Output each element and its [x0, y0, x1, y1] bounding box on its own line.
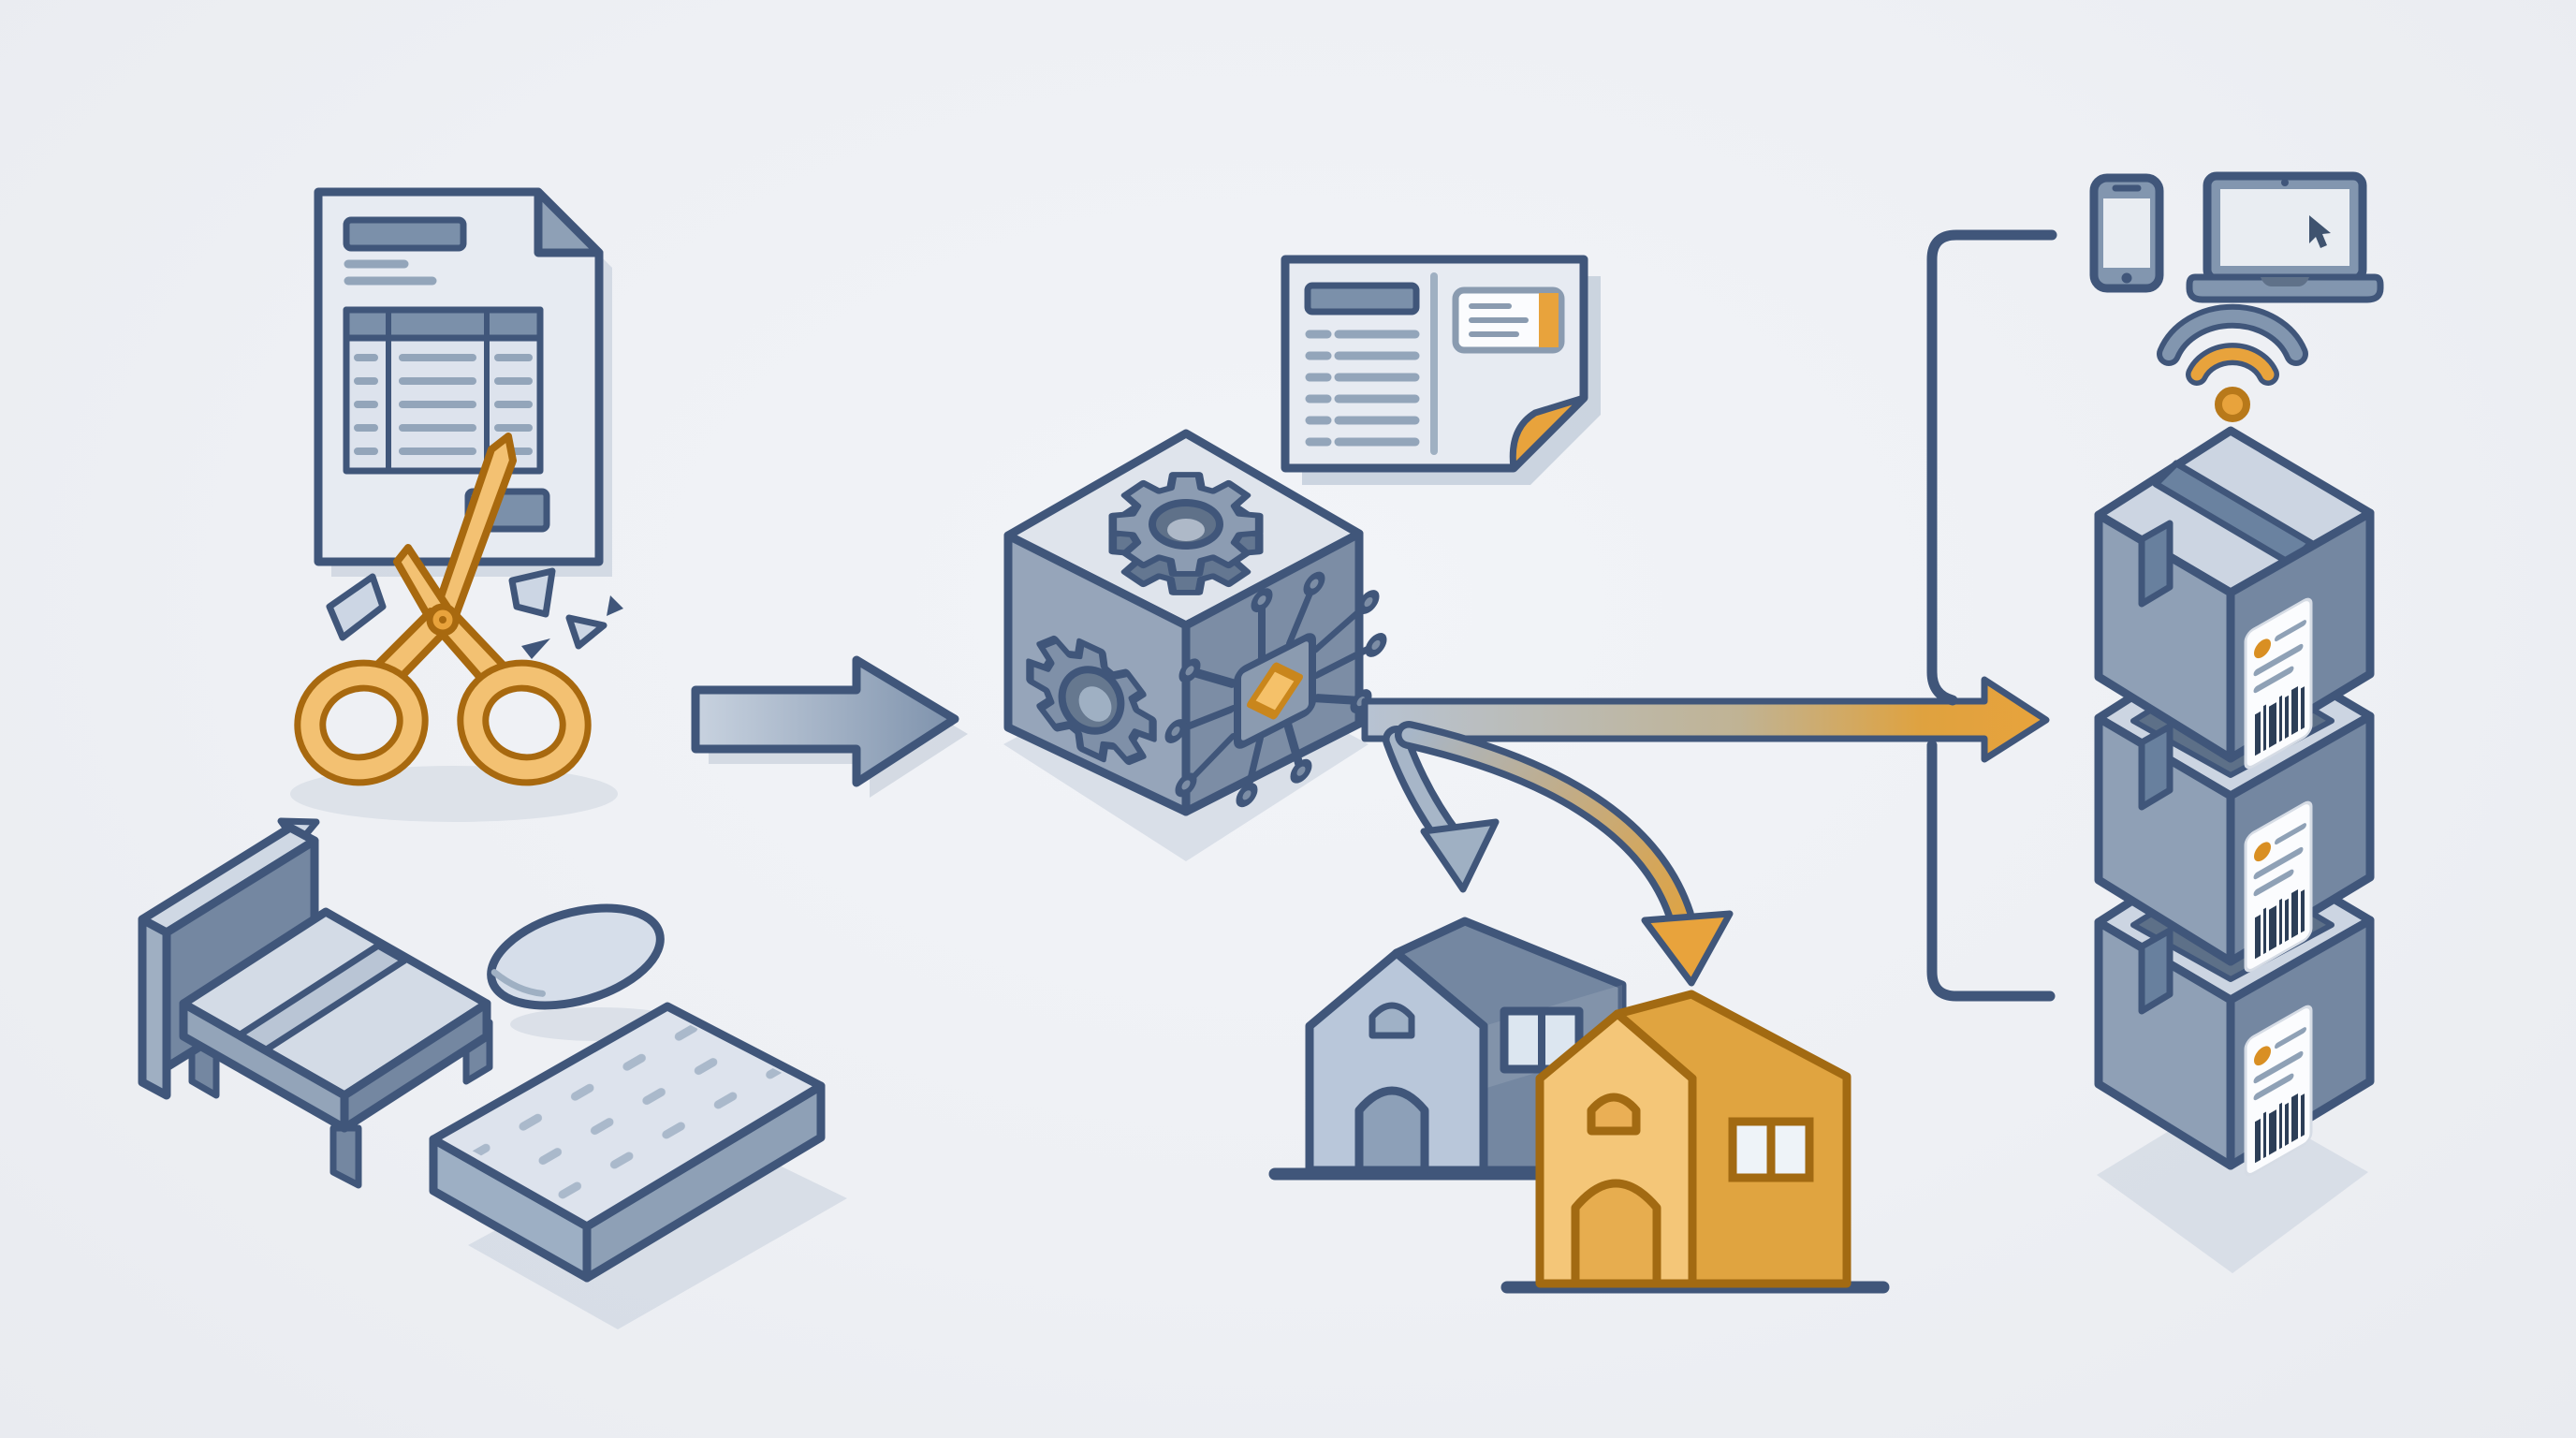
connector-line-devices: Connector line to devices [1926, 229, 2057, 706]
transform-arrow-icon: Large right-pointing arrow [691, 655, 968, 798]
wifi-icon: Wi-Fi signal with orange dot [2157, 303, 2308, 422]
package-stack: Open package box with shipping label Ope… [2094, 426, 2375, 1273]
connector-lines: Connector line to devices Connector line… [1926, 229, 2057, 1002]
house-blue: Blue-gray house [1268, 917, 1650, 1181]
orange-house-window [1728, 1117, 1814, 1182]
smartphone-icon: Smartphone [2089, 173, 2164, 293]
laptop-icon: Laptop with cursor [2186, 171, 2384, 303]
bed-icon: Isometric bed frame [138, 823, 493, 1189]
mattress-icon: Mattress with quilted dashes [429, 1002, 847, 1329]
gear-side-icon: Gear on left face of cube [1030, 619, 1152, 783]
scissors-icon: Orange scissors cutting the invoice [290, 433, 618, 822]
invoice-document: Invoice document with table [314, 187, 612, 577]
package-box-top: Sealed package box with shipping label [2094, 426, 2375, 770]
circuit-chip-icon: Circuit chip with orange core [1164, 571, 1387, 808]
card-tag [1452, 286, 1565, 354]
blue-house-arch-window [1368, 1002, 1415, 1039]
house-orange: Orange house [1500, 990, 1890, 1294]
arrow-to-orange-house: Curved arrow down to orange house [1395, 721, 1734, 987]
cursor-icon [2309, 215, 2331, 248]
blue-house-door [1354, 1086, 1429, 1175]
processing-cube: Processing cube with gears and circuit c… [1003, 429, 1387, 861]
connector-line-boxes: Connector line to boxes [1926, 740, 2056, 1002]
gear-top-icon: Gear on top of cube [1113, 475, 1259, 593]
arrow-to-blue-house: Short arrow down to blue house [1383, 726, 1500, 893]
orange-house-door [1571, 1179, 1661, 1288]
orange-house-arch-window [1587, 1093, 1641, 1136]
record-card: Record card with list, divider and tag [1281, 255, 1601, 485]
invoice-fold-corner-icon [534, 187, 604, 257]
invoice-table [343, 306, 544, 475]
invoice-header-bar [343, 216, 467, 252]
